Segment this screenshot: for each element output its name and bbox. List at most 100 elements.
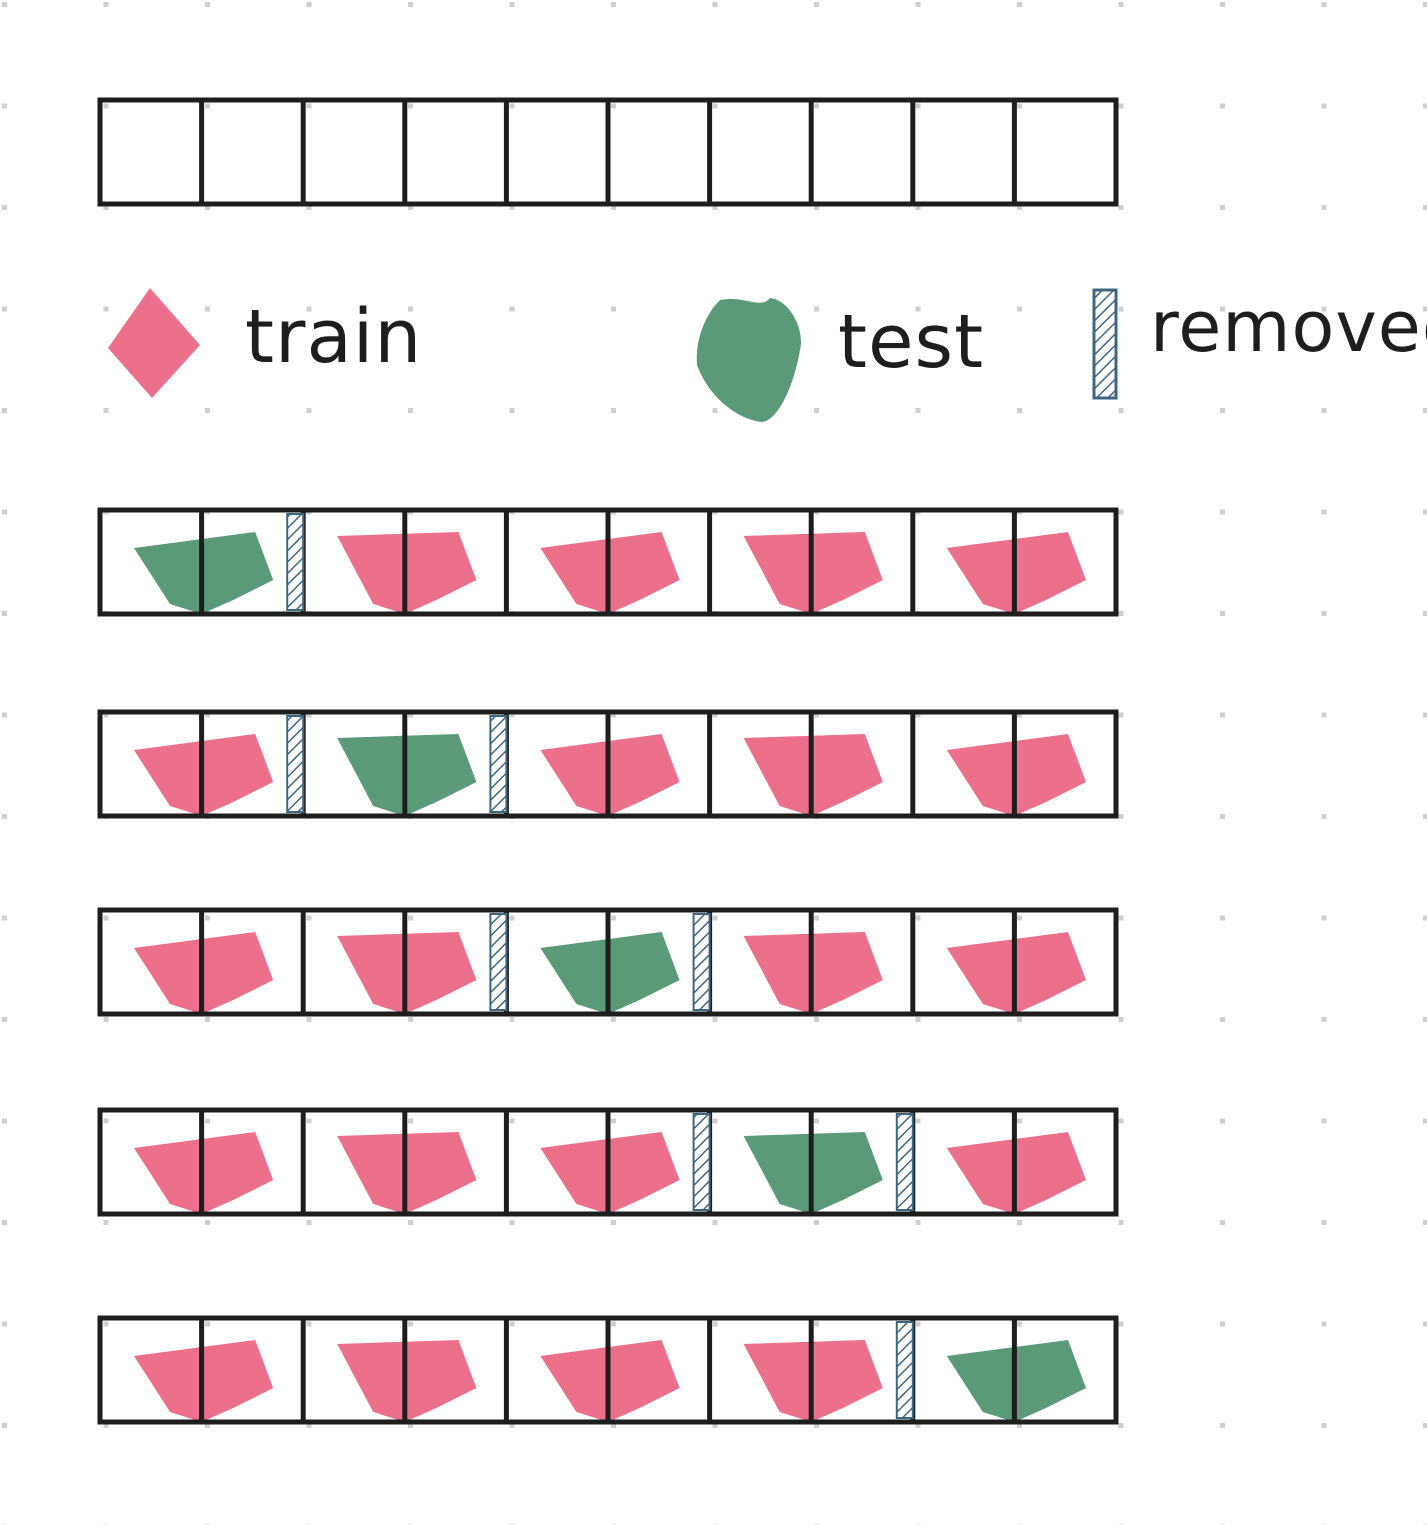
grid-dot [408, 915, 413, 921]
grid-dot [2, 306, 7, 312]
grid-dot [509, 306, 515, 312]
grid-dot [1321, 306, 1327, 312]
grid-dot [915, 1220, 921, 1225]
grid-dot [306, 1423, 312, 1428]
grid-dot [1220, 611, 1225, 616]
grid-dot [1423, 611, 1427, 616]
grid-dot [1321, 1118, 1327, 1124]
grid-dot [1220, 712, 1225, 718]
grid-dot [205, 1423, 210, 1428]
grid-dot [103, 1220, 109, 1225]
grid-dot [915, 712, 921, 718]
legend [108, 288, 1118, 422]
grid-dot [1118, 205, 1124, 210]
grid-dot [915, 103, 921, 109]
grid-dot [408, 2, 413, 7]
grid-dot [1423, 408, 1427, 413]
grid-dot [306, 103, 312, 109]
grid-dot [306, 1017, 312, 1022]
grid-dot [408, 712, 413, 718]
grid-dot [1423, 205, 1427, 210]
grid-dot [306, 1220, 312, 1225]
grid-dot [103, 103, 109, 109]
removed-marker [692, 1113, 711, 1211]
grid-dot [2, 1017, 7, 1022]
grid-dot [205, 2, 210, 7]
grid-dot [103, 1321, 109, 1327]
grid-dot [1118, 814, 1124, 819]
grid-dot [611, 2, 616, 7]
grid-dot [1423, 2, 1427, 7]
grid-dot [712, 1423, 718, 1428]
grid-dot [1017, 103, 1022, 109]
test-legend-swatch [696, 298, 801, 422]
grid-dot [103, 205, 109, 210]
grid-dot [1423, 1321, 1427, 1327]
grid-dot [1321, 1423, 1327, 1428]
grid-dot [915, 2, 921, 7]
grid-dot [1321, 712, 1327, 718]
grid-dot [814, 103, 819, 109]
grid-dot [1118, 509, 1124, 515]
grid-dot [1220, 1423, 1225, 1428]
grid-dot [103, 712, 109, 718]
grid-dot [1423, 1220, 1427, 1225]
grid-dot [408, 103, 413, 109]
test-legend-label: test [838, 299, 985, 385]
grid-dot [1220, 408, 1225, 413]
grid-dot [814, 1118, 819, 1124]
grid-dot [2, 509, 7, 515]
grid-dot [2, 611, 7, 616]
grid-dot [408, 1118, 413, 1124]
grid-dot [1220, 1220, 1225, 1225]
grid-dot [2, 205, 7, 210]
grid-dot [509, 712, 515, 718]
grid-dot [1220, 814, 1225, 819]
grid-dot [814, 1017, 819, 1022]
grid-dot [306, 2, 312, 7]
grid-dot [712, 103, 718, 109]
grid-dot [205, 306, 210, 312]
grid-dot [1017, 1017, 1022, 1022]
grid-dot [1321, 408, 1327, 413]
grid-dot [306, 1321, 312, 1327]
grid-dot [814, 2, 819, 7]
grid-dot [306, 205, 312, 210]
grid-dot [814, 408, 819, 413]
grid-dot [1423, 103, 1427, 109]
grid-dot [712, 205, 718, 210]
removed-markers [286, 513, 914, 1419]
grid-dot [712, 1118, 718, 1124]
grid-dot [509, 205, 515, 210]
grid-dot [611, 1220, 616, 1225]
grid-dot [205, 408, 210, 413]
train-legend-label: train [245, 294, 423, 380]
grid-dot [509, 2, 515, 7]
grid-dot [306, 1118, 312, 1124]
removed-marker [489, 913, 508, 1011]
fold-row-1 [97, 507, 1119, 617]
removed-marker [895, 1113, 914, 1211]
grid-dot [1423, 814, 1427, 819]
grid-dot [1017, 1118, 1022, 1124]
grid-dot [712, 915, 718, 921]
grid-dot [1321, 1220, 1327, 1225]
grid-dot [509, 1321, 515, 1327]
grid-dot [1423, 1423, 1427, 1428]
grid-dot [1017, 915, 1022, 921]
grid-dot [814, 1321, 819, 1327]
grid-dot [814, 306, 819, 312]
grid-dot [103, 1118, 109, 1124]
grid-dot [915, 1118, 921, 1124]
grid-dot [103, 1423, 109, 1428]
grid-dot [1321, 1321, 1327, 1327]
grid-dot [205, 1118, 210, 1124]
grid-dot [915, 1423, 921, 1428]
grid-dot [103, 408, 109, 413]
grid-dot [1017, 205, 1022, 210]
grid-dot [611, 205, 616, 210]
grid-dot [408, 1423, 413, 1428]
grid-dot [1220, 915, 1225, 921]
grid-dot [1220, 1321, 1225, 1327]
